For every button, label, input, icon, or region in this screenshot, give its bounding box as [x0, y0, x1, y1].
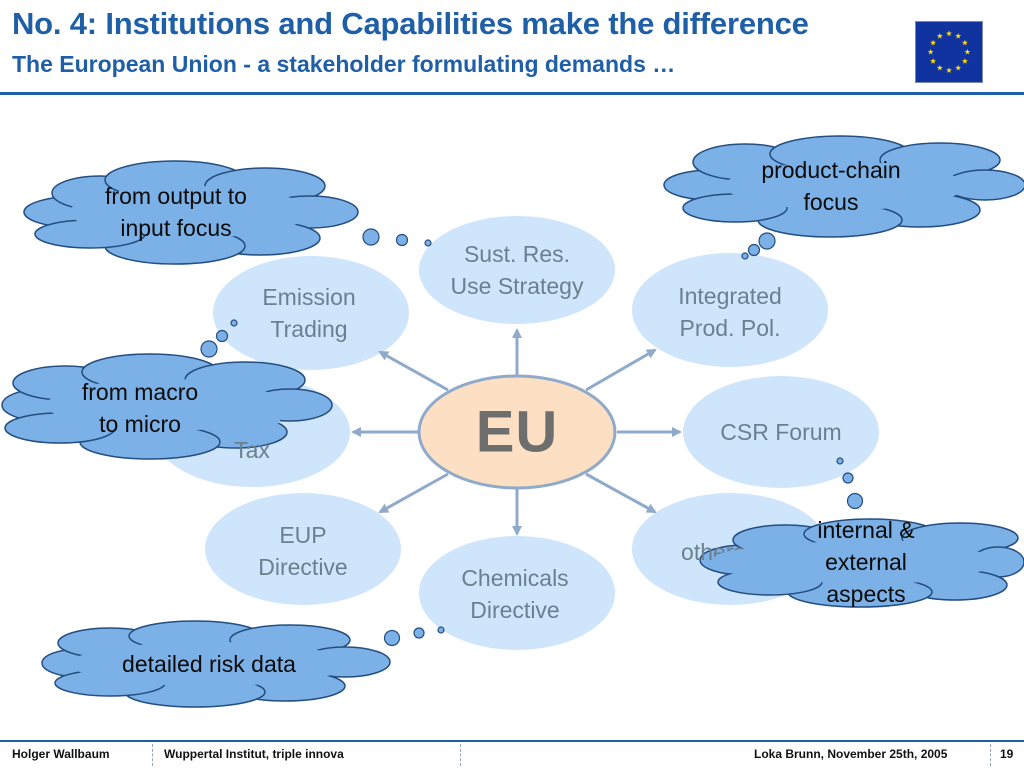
- node-label-integrated-prod-pol: Integrated Prod. Pol.: [678, 283, 782, 341]
- footer-separator: [460, 744, 461, 766]
- node-integrated-prod-pol: [632, 253, 828, 367]
- flag-star-icon: [955, 32, 962, 39]
- flag-star-icon: [961, 39, 968, 46]
- footer-event: Loka Brunn, November 25th, 2005: [754, 747, 948, 761]
- arrow-to-integrated-prod-pol: [585, 348, 657, 392]
- arrow-to-eup-directive: [378, 472, 449, 514]
- connector-arrows: [351, 328, 682, 536]
- arrow-to-emission-trading: [378, 350, 449, 392]
- node-csr-forum: [683, 376, 879, 488]
- cloud-label-product-chain: product-chain focus: [761, 157, 901, 215]
- footer-divider: [0, 740, 1024, 742]
- cloud-label-internal-external: internal & external aspects: [817, 517, 915, 607]
- flag-star-icon: [930, 39, 937, 46]
- flag-star-icon: [946, 30, 952, 37]
- flag-star-icon: [961, 58, 968, 64]
- node-chemicals-directive: [419, 536, 615, 650]
- cloud-output-input: [23, 160, 359, 265]
- node-label-eup-directive: EUP Directive: [258, 522, 348, 580]
- cloud-risk-data: [41, 620, 391, 708]
- thought-bubble-dots: [200, 228, 864, 647]
- footer-author: Holger Wallbaum: [12, 747, 110, 761]
- cloud-label-output-input: from output to input focus: [105, 183, 247, 241]
- node-label-tax: Tax: [234, 437, 270, 463]
- cloud-label-macro-micro: from macro to micro: [81, 379, 199, 437]
- flag-star-icon: [955, 64, 962, 71]
- flag-star-icon: [964, 48, 971, 55]
- footer-separator: [990, 744, 991, 766]
- node-label-csr-forum: CSR Forum: [720, 419, 842, 445]
- center-label-eu: EU: [475, 399, 559, 465]
- footer-page-number: 19: [1000, 747, 1014, 761]
- eu-flag-icon: [915, 21, 983, 83]
- flag-star-icon: [930, 58, 937, 64]
- footer-separator: [152, 744, 153, 766]
- cloud-product-chain: [663, 135, 1024, 238]
- flag-star-icon: [936, 64, 943, 71]
- flag-star-icon: [946, 67, 952, 73]
- node-eup-directive: [205, 493, 401, 605]
- slide-subtitle: The European Union - a stakeholder formu…: [12, 51, 676, 77]
- flag-star-icon: [936, 32, 943, 39]
- cloud-label-risk-data: detailed risk data: [122, 651, 296, 677]
- arrow-to-others: [585, 472, 657, 514]
- footer-organization: Wuppertal Institut, triple innova: [164, 747, 344, 761]
- node-sust-res: [419, 216, 615, 324]
- title-divider: [0, 92, 1024, 95]
- node-label-chemicals-directive: Chemicals Directive: [461, 565, 569, 623]
- node-label-emission-trading: Emission Trading: [262, 284, 356, 342]
- flag-star-icon: [927, 48, 934, 55]
- cloud-macro-micro: [1, 353, 333, 460]
- node-emission-trading: [213, 256, 409, 370]
- center-node-eu: [417, 374, 617, 490]
- node-label-sust-res: Sust. Res. Use Strategy: [450, 241, 584, 299]
- slide-title: No. 4: Institutions and Capabilities mak…: [12, 6, 809, 41]
